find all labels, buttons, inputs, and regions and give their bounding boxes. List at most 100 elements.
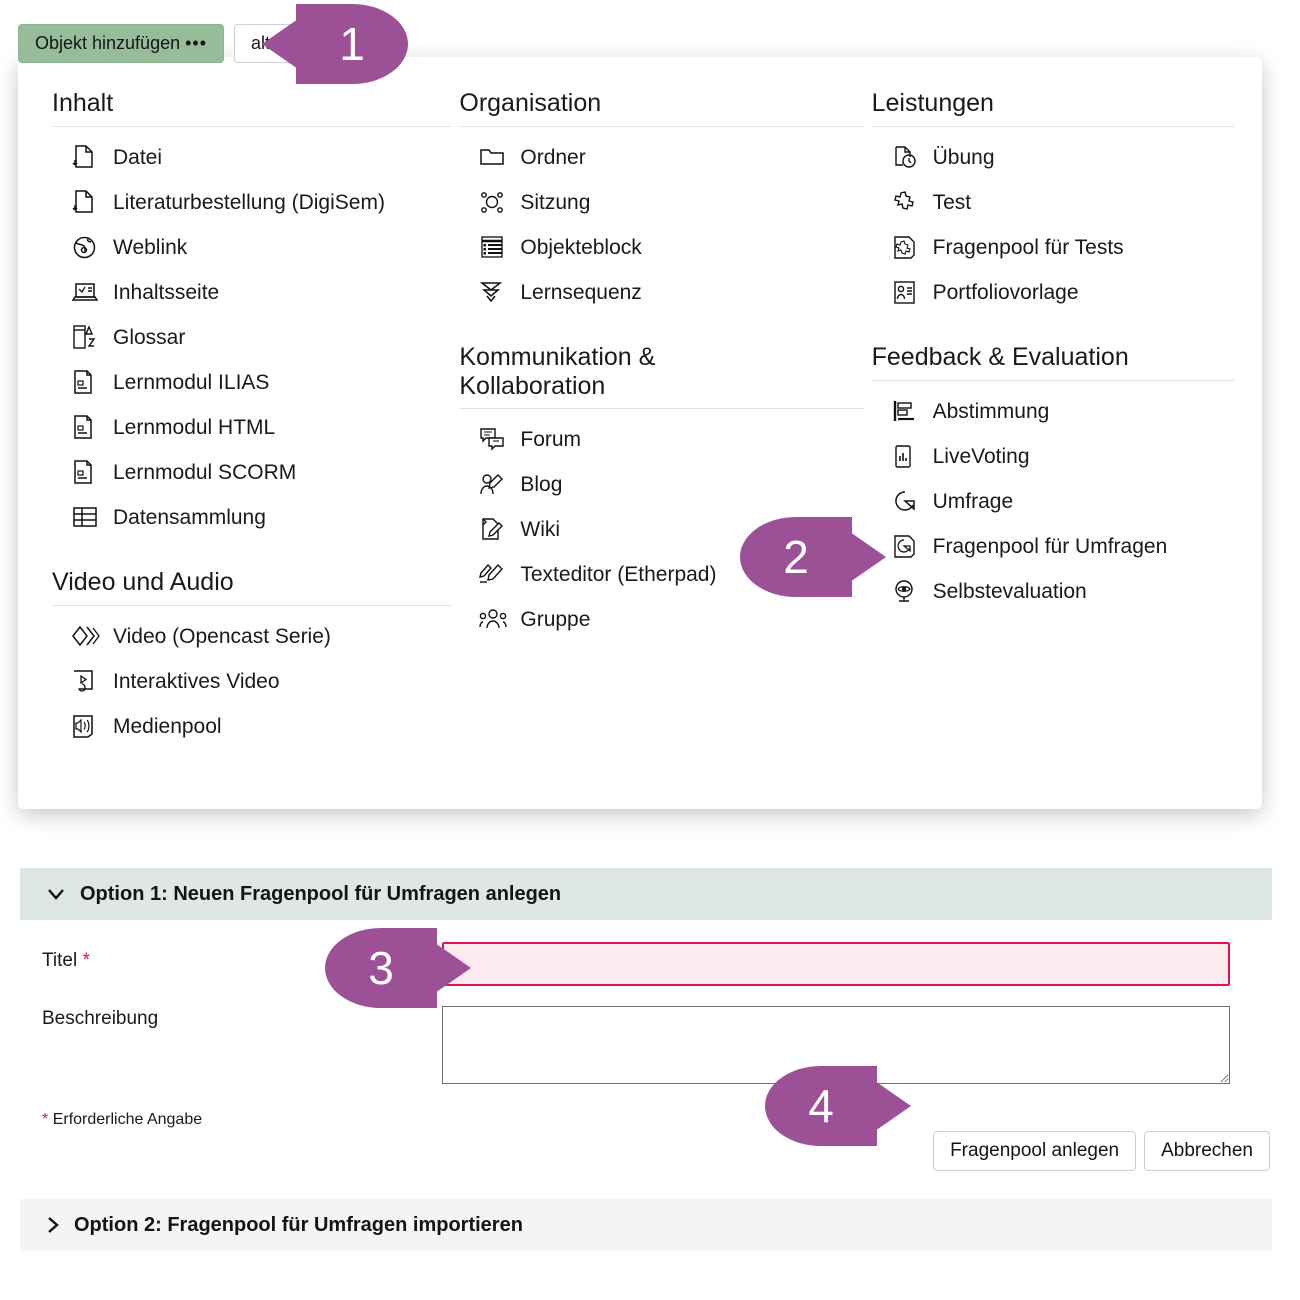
menu-item-abstimmung[interactable]: Abstimmung xyxy=(872,389,1234,434)
menu-item-label: Übung xyxy=(932,145,995,169)
marker-3: 3 xyxy=(325,928,471,1008)
column-organisation: Organisation Ordner Sitzung Objekteblock… xyxy=(459,89,864,809)
option2-title: Option 2: Fragenpool für Umfragen import… xyxy=(74,1213,523,1236)
menu-item-label: Literaturbestellung (DigiSem) xyxy=(113,190,385,214)
menu-item-label: Selbstevaluation xyxy=(932,579,1087,603)
menu-item-sitzung[interactable]: Sitzung xyxy=(459,180,863,225)
menu-item-texteditor-etherpad[interactable]: Texteditor (Etherpad) xyxy=(459,552,863,597)
menu-item-blog[interactable]: Blog xyxy=(459,462,863,507)
menu-item-livevoting[interactable]: LiveVoting xyxy=(872,434,1234,479)
menu-item-label: Test xyxy=(932,190,972,214)
menu-item-label: Blog xyxy=(520,473,563,497)
marker-3-bubble: 3 xyxy=(325,928,437,1008)
required-asterisk: * xyxy=(82,950,90,971)
description-label: Beschreibung xyxy=(20,1000,442,1030)
title-field-wrap xyxy=(442,942,1272,986)
menu-item-video-opencast[interactable]: Video (Opencast Serie) xyxy=(52,614,451,659)
cancel-button[interactable]: Abbrechen xyxy=(1144,1131,1270,1171)
marker-4-tip xyxy=(875,1081,911,1131)
group-feedback-evaluation: Feedback & Evaluation Abstimmung LiveVot… xyxy=(871,342,1234,614)
option2-header[interactable]: Option 2: Fragenpool für Umfragen import… xyxy=(20,1199,1272,1251)
menu-item-uebung[interactable]: Übung xyxy=(872,135,1234,180)
menu-item-lernsequenz[interactable]: Lernsequenz xyxy=(459,270,863,315)
menu-item-fragenpool-tests[interactable]: Fragenpool für Tests xyxy=(872,225,1234,270)
menu-item-label: Datensammlung xyxy=(113,505,266,529)
title-row: Titel * xyxy=(20,942,1272,986)
menu-item-label: Abstimmung xyxy=(932,399,1050,423)
menu-item-glossar[interactable]: Glossar xyxy=(52,315,451,360)
livevoting-icon xyxy=(892,443,922,470)
marker-3-tip xyxy=(435,943,471,993)
glossary-az-icon xyxy=(72,324,102,351)
group-organisation: Organisation Ordner Sitzung Objekteblock… xyxy=(459,89,864,315)
portfolio-template-icon xyxy=(892,279,922,306)
question-pool-tests-icon xyxy=(892,234,922,261)
menu-item-interaktives-video[interactable]: Interaktives Video xyxy=(52,659,451,704)
menu-item-label: Lernmodul ILIAS xyxy=(113,370,270,394)
add-object-dropdown-panel: Inhalt Datei Literaturbestellung (DigiSe… xyxy=(18,57,1262,809)
menu-item-datei[interactable]: Datei xyxy=(52,135,451,180)
menu-item-lernmodul-html[interactable]: Lernmodul HTML xyxy=(52,405,451,450)
option1-header[interactable]: Option 1: Neuen Fragenpool für Umfragen … xyxy=(20,868,1272,920)
option1-body: Titel * Beschreibung * Erforderliche Ang… xyxy=(20,920,1272,1185)
menu-item-inhaltsseite[interactable]: Inhaltsseite xyxy=(52,270,451,315)
menu-item-label: Gruppe xyxy=(520,608,591,632)
learning-module-icon xyxy=(72,414,102,441)
wiki-icon xyxy=(479,516,509,543)
menu-item-weblink[interactable]: Weblink xyxy=(52,225,451,270)
marker-1-bubble: 1 xyxy=(296,4,408,84)
menu-item-literaturbestellung[interactable]: Literaturbestellung (DigiSem) xyxy=(52,180,451,225)
description-field-wrap xyxy=(442,1000,1272,1089)
marker-1-tip xyxy=(262,19,298,69)
menu-item-lernmodul-scorm[interactable]: Lernmodul SCORM xyxy=(52,450,451,495)
menu-item-forum[interactable]: Forum xyxy=(459,417,863,462)
poll-bars-icon xyxy=(892,398,922,425)
menu-item-fragenpool-umfragen[interactable]: Fragenpool für Umfragen xyxy=(872,524,1234,569)
column-services: Leistungen Übung Test Fragenpool für Tes… xyxy=(871,89,1234,809)
forum-icon xyxy=(479,426,509,453)
menu-item-ordner[interactable]: Ordner xyxy=(459,135,863,180)
group-kommunikation: Kommunikation & Kollaboration Forum Blog… xyxy=(459,343,864,643)
description-textarea[interactable] xyxy=(442,1006,1230,1084)
menu-item-label: Lernmodul SCORM xyxy=(113,460,297,484)
add-object-label: Objekt hinzufügen xyxy=(35,33,181,53)
form-actions: Fragenpool anlegen Abbrechen xyxy=(933,1131,1270,1171)
create-question-pool-form: Option 1: Neuen Fragenpool für Umfragen … xyxy=(20,868,1272,1251)
file-download-icon xyxy=(72,144,102,171)
option1-title: Option 1: Neuen Fragenpool für Umfragen … xyxy=(80,882,562,905)
menu-item-wiki[interactable]: Wiki xyxy=(459,507,863,552)
group-divider xyxy=(871,379,1234,381)
ellipsis-icon: ••• xyxy=(185,33,208,53)
add-object-button[interactable]: Objekt hinzufügen ••• xyxy=(18,24,225,63)
menu-item-label: Fragenpool für Umfragen xyxy=(932,534,1168,558)
title-input[interactable] xyxy=(442,942,1230,986)
interactive-video-icon xyxy=(72,668,102,695)
group-divider xyxy=(459,125,864,127)
menu-item-datensammlung[interactable]: Datensammlung xyxy=(52,495,451,540)
file-download-icon xyxy=(72,189,102,216)
test-puzzle-icon xyxy=(892,189,922,216)
menu-item-label: LiveVoting xyxy=(932,444,1030,468)
menu-item-lernmodul-ilias[interactable]: Lernmodul ILIAS xyxy=(52,360,451,405)
menu-item-label: Interaktives Video xyxy=(113,669,280,693)
etherpad-icon xyxy=(479,561,509,588)
group-title-feedback: Feedback & Evaluation xyxy=(871,342,1129,371)
required-note: * Erforderliche Angabe xyxy=(20,1111,1272,1129)
menu-item-gruppe[interactable]: Gruppe xyxy=(459,597,863,642)
survey-pie-icon xyxy=(892,488,922,515)
menu-item-objekteblock[interactable]: Objekteblock xyxy=(459,225,863,270)
menu-item-test[interactable]: Test xyxy=(872,180,1234,225)
menu-item-selbstevaluation[interactable]: Selbstevaluation xyxy=(872,569,1234,614)
required-note-mark: * xyxy=(42,1111,49,1128)
required-note-text: Erforderliche Angabe xyxy=(52,1111,203,1128)
title-label-text: Titel xyxy=(42,950,78,971)
submit-button[interactable]: Fragenpool anlegen xyxy=(933,1131,1137,1171)
menu-item-portfoliovorlage[interactable]: Portfoliovorlage xyxy=(872,270,1234,315)
chevron-right-icon xyxy=(46,1215,60,1235)
menu-item-umfrage[interactable]: Umfrage xyxy=(872,479,1234,524)
menu-item-medienpool[interactable]: Medienpool xyxy=(52,704,451,749)
group-inhalt: Inhalt Datei Literaturbestellung (DigiSe… xyxy=(52,89,452,540)
media-speaker-icon xyxy=(72,713,102,740)
menu-item-label: Umfrage xyxy=(932,489,1014,513)
marker-4: 4 xyxy=(765,1066,911,1146)
